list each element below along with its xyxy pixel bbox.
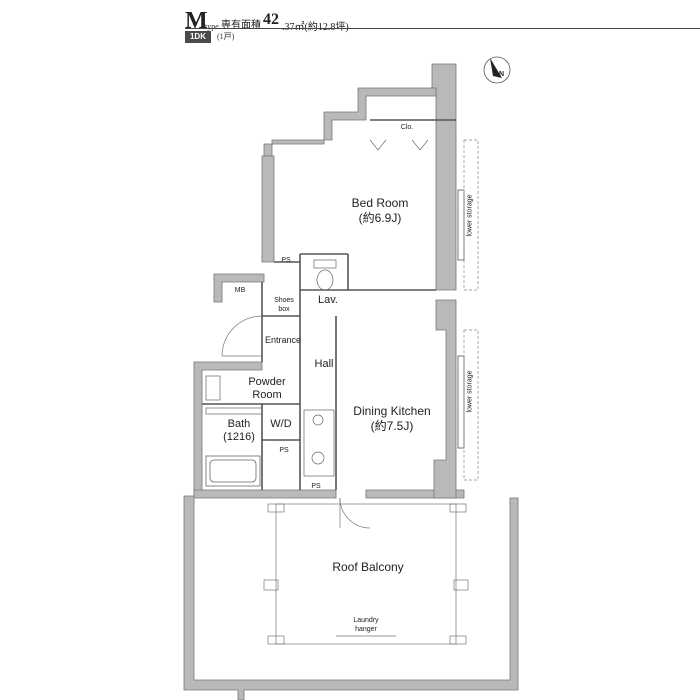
- laundry-frame: [263, 503, 469, 645]
- exterior-walls: [183, 63, 519, 700]
- plan-header: M type 専有面積 42 .37㎡(約12.8坪) 1DK (1戸): [185, 8, 700, 48]
- laundry-line1: Laundry: [353, 617, 379, 624]
- dining-kitchen-label: Dining Kitchen (約7.5J): [342, 404, 442, 434]
- ps-label-1: PS: [281, 257, 291, 264]
- kitchen-counter: [303, 409, 335, 477]
- powder-room-label: Powder Room: [232, 376, 302, 402]
- roof-balcony-label: Roof Balcony: [332, 560, 404, 574]
- shoes-box-label: Shoes box: [268, 296, 300, 314]
- laundry-hanger-label: Laundry hanger: [346, 616, 386, 634]
- powder-room-line1: Powder: [248, 376, 286, 388]
- area-unit: .37㎡(約12.8坪): [282, 18, 349, 33]
- ps-label-3: PS: [311, 483, 321, 490]
- units-count: (1戸): [217, 32, 235, 41]
- shoes-box-line2: box: [278, 306, 290, 313]
- area-value: 42: [263, 11, 279, 28]
- lav-label: Lav.: [318, 294, 338, 306]
- bath-line2: (1216): [223, 431, 255, 443]
- toilet: [313, 259, 337, 291]
- lower-storage-label-2: lower storage: [466, 370, 474, 413]
- dining-kitchen-name: Dining Kitchen: [353, 404, 431, 418]
- powder-sink: [205, 375, 263, 415]
- bath-line1: Bath: [227, 418, 251, 430]
- lower-storage-outlines: [463, 139, 479, 481]
- closet-doors: [369, 139, 429, 151]
- layout-badge: 1DK: [185, 31, 211, 43]
- type-suffix: type: [205, 22, 219, 31]
- bed-room-size: (約6.9J): [358, 211, 402, 225]
- header-divider: [185, 28, 700, 29]
- closet-label: Clo.: [400, 124, 414, 131]
- windows: [457, 189, 465, 449]
- type-letter: M: [185, 8, 208, 34]
- mb-label: MB: [234, 287, 246, 294]
- powder-room-line2: Room: [252, 389, 282, 401]
- balcony-door: [339, 497, 371, 529]
- ps-label-2: PS: [279, 447, 289, 454]
- hall-label: Hall: [314, 358, 334, 370]
- bathtub: [205, 455, 261, 487]
- north-arrow-icon: [483, 56, 511, 84]
- lower-storage-label-1: lower storage: [466, 194, 474, 237]
- bed-room-name: Bed Room: [351, 196, 409, 210]
- interior-walls: [202, 119, 456, 490]
- wd-label: W/D: [270, 418, 292, 430]
- bed-room-label: Bed Room (約6.9J): [340, 196, 420, 226]
- bath-label: Bath (1216): [214, 418, 264, 444]
- entrance-label: Entrance: [264, 335, 302, 345]
- shoes-box-line1: Shoes: [274, 297, 294, 304]
- laundry-line2: hanger: [355, 626, 377, 633]
- entrance-door: [221, 315, 263, 357]
- compass-letter: N: [499, 71, 505, 78]
- dining-kitchen-size: (約7.5J): [370, 419, 414, 433]
- area-label: 専有面積: [221, 20, 261, 31]
